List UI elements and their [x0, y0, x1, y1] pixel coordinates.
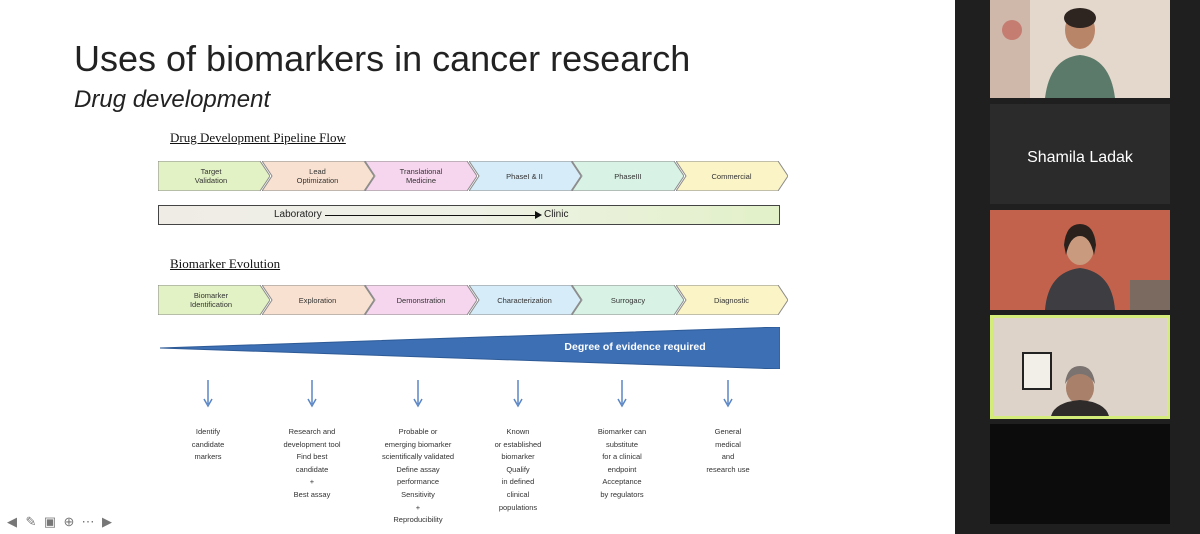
slide-title: Uses of biomarkers in cancer research: [74, 38, 691, 79]
participant-video-1[interactable]: [990, 0, 1170, 98]
biomarker-stage-label: Surrogacy: [610, 295, 646, 305]
lab-to-clinic-arrowhead: [535, 211, 542, 219]
biomarker-stages: Biomarker Identification Exploration Demon…: [158, 285, 788, 315]
participant-video-2[interactable]: [990, 210, 1170, 310]
pipeline-stage-label: PhaseI & II: [506, 171, 543, 181]
slide-nav-controls: ◀ ✎ ▣ ⊕ ⋯ ▶: [4, 514, 115, 530]
stage-description: Research and development tool Find best …: [283, 427, 341, 499]
zoom-icon[interactable]: ⊕: [63, 514, 75, 529]
pipeline-stage-label: Lead Optimization: [296, 167, 339, 185]
pipeline-stage-4: PhaseI & II: [468, 161, 581, 191]
participant-avatar-3: [993, 318, 1167, 416]
biomarker-stage-label: Exploration: [298, 295, 337, 305]
biomarker-stage-label: Characterization: [497, 295, 552, 305]
presentation-slide: Uses of biomarkers in cancer research Dr…: [0, 0, 955, 534]
biomarker-stage-4: Characterization: [468, 285, 581, 315]
pipeline-stage-1: Target Validation: [158, 161, 270, 191]
pipeline-stage-label: Target Validation: [194, 167, 228, 185]
biomarker-stage-1: Biomarker Identification: [158, 285, 270, 315]
pipeline-stage-3: Translational Medicine: [365, 161, 477, 191]
biomarker-stage-2: Exploration: [261, 285, 374, 315]
pipeline-stage-5: PhaseIII: [572, 161, 684, 191]
biomarker-stage-5: Surrogacy: [572, 285, 684, 315]
evidence-wedge: [160, 327, 780, 369]
down-arrow-icon: [413, 380, 423, 408]
participant-video-active[interactable]: [990, 315, 1170, 419]
more-icon[interactable]: ⋯: [81, 514, 95, 529]
laboratory-clinic-bar: Laboratory Clinic: [158, 205, 780, 225]
down-arrow-icon: [723, 380, 733, 408]
arrow-right-icon[interactable]: ▶: [102, 514, 112, 529]
evidence-label: Degree of evidence required: [564, 341, 706, 353]
pipeline-stage-label: Commercial: [711, 171, 752, 181]
participant-tile-name[interactable]: Shamila Ladak: [990, 104, 1170, 204]
stage-description: Identify candidate markers: [191, 427, 225, 462]
participant-avatar-1: [990, 0, 1170, 98]
pipeline-stage-2: Lead Optimization: [261, 161, 374, 191]
biomarker-stage-label: Biomarker Identification: [189, 291, 233, 309]
biomarker-stage-label: Diagnostic: [713, 295, 750, 305]
stage-description: Known or established biomarker Qualify i…: [494, 427, 542, 512]
laboratory-label: Laboratory: [274, 209, 322, 220]
grid-icon[interactable]: ▣: [43, 514, 57, 529]
clinic-label: Clinic: [544, 209, 569, 220]
pipeline-heading: Drug Development Pipeline Flow: [170, 130, 346, 145]
pipeline-stage-label: PhaseIII: [614, 171, 642, 181]
pipeline-stage-label: Translational Medicine: [399, 167, 443, 185]
biomarker-stage-6: Diagnostic: [675, 285, 788, 315]
stage-description: General medical and research use: [706, 427, 750, 474]
pen-icon[interactable]: ✎: [25, 514, 37, 529]
participant-tile-blank[interactable]: [990, 424, 1170, 524]
lab-to-clinic-arrow: [325, 215, 537, 216]
pipeline-stages: Target Validation Lead Optimization Transl…: [158, 161, 788, 191]
down-arrow-icon: [203, 380, 213, 408]
participant-name: Shamila Ladak: [1027, 149, 1133, 166]
stage-description: Biomarker can substitute for a clinical …: [597, 427, 647, 499]
biomarker-heading: Biomarker Evolution: [170, 256, 281, 271]
down-arrow-icon: [307, 380, 317, 408]
stage-description: Probable or emerging biomarker scientifi…: [381, 427, 455, 525]
participant-avatar-2: [990, 210, 1170, 310]
down-arrow-icon: [513, 380, 523, 408]
biomarker-stage-3: Demonstration: [365, 285, 477, 315]
arrow-left-icon[interactable]: ◀: [7, 514, 17, 529]
biomarker-stage-label: Demonstration: [396, 295, 446, 305]
slide-subtitle: Drug development: [74, 86, 271, 113]
pipeline-stage-6: Commercial: [675, 161, 788, 191]
down-arrow-icon: [617, 380, 627, 408]
